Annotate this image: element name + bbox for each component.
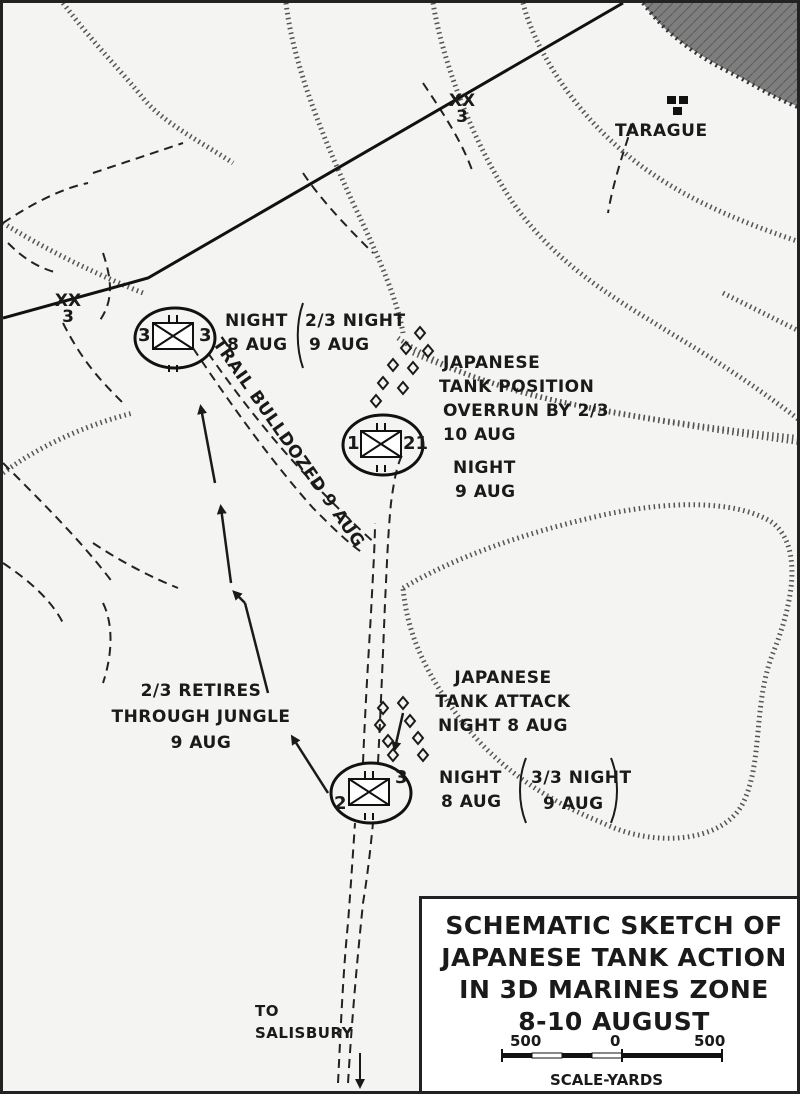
title-line-1: SCHEMATIC SKETCH OF	[445, 911, 783, 940]
sea-area	[643, 3, 797, 106]
label-retires-2: THROUGH JUNGLE	[111, 707, 291, 727]
label-night-9aug-mid-1: NIGHT	[453, 458, 516, 478]
bracket-top	[296, 302, 304, 369]
label-33-night-2: 9 AUG	[543, 794, 604, 814]
unit-position-bottom	[329, 761, 413, 825]
label-23-night-2: 9 AUG	[309, 335, 370, 355]
label-night-8aug-low-2: 8 AUG	[441, 792, 502, 812]
label-night-8aug-low-1: NIGHT	[439, 768, 502, 788]
boundary-marker-lower: XX 3	[53, 291, 83, 327]
bracket-bottom-close	[610, 757, 618, 824]
label-jp-overrun-3: OVERRUN BY 2/3	[443, 401, 610, 421]
tank-symbols-attack	[373, 695, 430, 763]
scale-unit-label: SCALE-YARDS	[550, 1071, 664, 1089]
contour-lines	[3, 3, 797, 841]
division-boundary	[3, 3, 624, 320]
unit-bottom-number-left: 2	[334, 793, 347, 814]
label-night-8aug-top-2: 8 AUG	[227, 335, 288, 355]
scale-tick-left: 500	[510, 1032, 542, 1050]
label-retires-1: 2/3 RETIRES	[140, 681, 262, 701]
boundary-upper-bottom: 3	[456, 107, 468, 127]
bracket-bottom-open	[519, 757, 527, 824]
label-23-night-1: 2/3 NIGHT	[305, 311, 406, 331]
unit-position-middle	[341, 413, 425, 477]
label-night-8aug-top-1: NIGHT	[225, 311, 288, 331]
label-jp-overrun-4: 10 AUG	[443, 425, 516, 445]
tank-symbols-overrun	[369, 325, 435, 409]
unit-position-top-left	[133, 306, 217, 372]
boundary-lower-top: XX	[54, 291, 82, 311]
label-jp-overrun-2: TANK POSITION	[439, 377, 595, 397]
scale-tick-mid: 0	[610, 1032, 621, 1050]
village-symbol	[667, 96, 688, 115]
unit-top-left-number-left: 3	[138, 325, 151, 346]
title-line-3: IN 3D MARINES ZONE	[459, 975, 769, 1004]
label-33-night-1: 3/3 NIGHT	[531, 768, 632, 788]
label-jp-attack-1: JAPANESE	[454, 668, 552, 688]
boundary-marker-upper: XX 3	[447, 91, 477, 127]
map-drawing	[3, 3, 797, 1089]
trails	[3, 82, 634, 1084]
label-to-salisbury-1: TO	[255, 1002, 279, 1020]
unit-middle-number-right: 21	[403, 433, 429, 454]
unit-bottom-number-right: 3	[395, 767, 408, 788]
title-block: SCHEMATIC SKETCH OF JAPANESE TANK ACTION…	[419, 896, 797, 1091]
label-jp-attack-3: NIGHT 8 AUG	[438, 716, 568, 736]
label-jp-overrun-1: JAPANESE	[443, 353, 541, 373]
coastline-reef	[641, 3, 797, 109]
scale-bar	[501, 1049, 723, 1062]
label-to-salisbury-2: SALISBURY	[255, 1024, 354, 1042]
label-jp-attack-2: TANK ATTACK	[435, 692, 571, 712]
title-line-4: 8-10 AUGUST	[518, 1007, 710, 1036]
label-night-9aug-mid-2: 9 AUG	[455, 482, 516, 502]
boundary-lower-bottom: 3	[62, 307, 74, 327]
boundary-upper-top: XX	[448, 91, 476, 111]
label-retires-3: 9 AUG	[170, 733, 232, 753]
retirement-route	[197, 404, 405, 794]
unit-middle-number-left: 1	[347, 433, 360, 454]
unit-top-left-number-right: 3	[199, 325, 212, 346]
label-tarague: TARAGUE	[615, 121, 708, 141]
scale-tick-right: 500	[694, 1032, 726, 1050]
title-line-2: JAPANESE TANK ACTION	[441, 943, 787, 972]
